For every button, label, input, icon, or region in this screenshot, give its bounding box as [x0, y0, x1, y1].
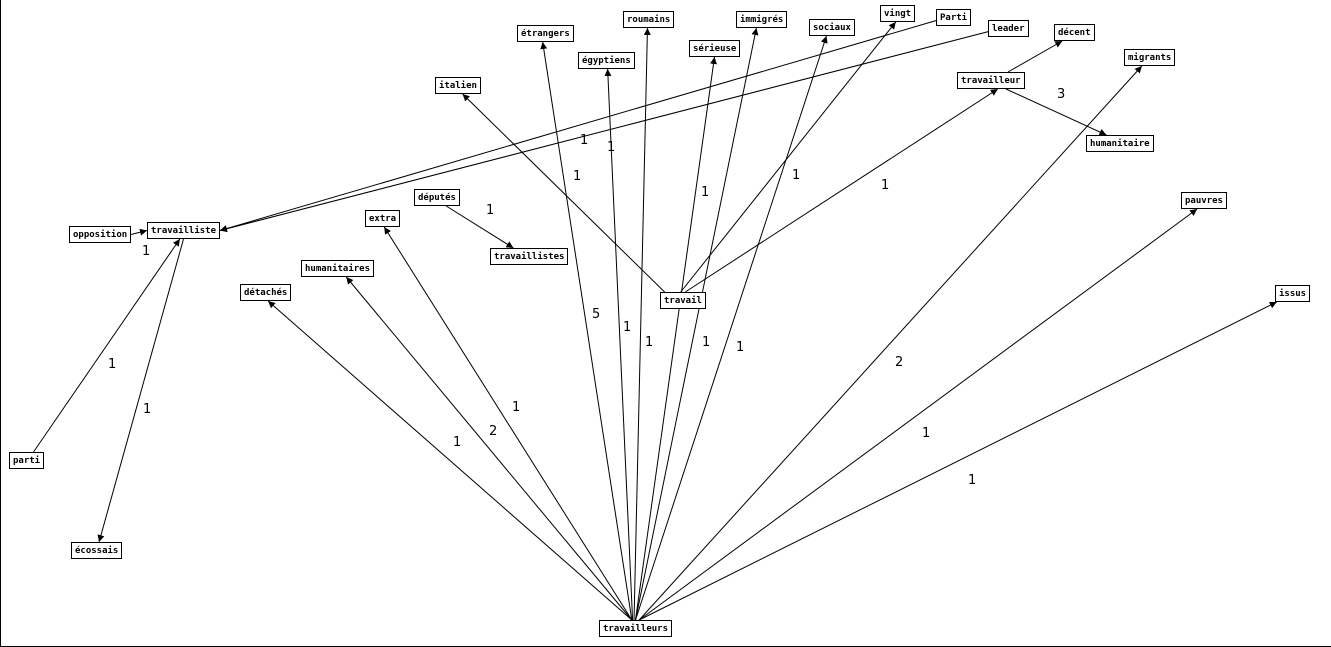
edge-travailleurs-to-migrants — [638, 65, 1143, 621]
edge-label-travailleurs-to-immigres: 1 — [736, 340, 744, 355]
edge-parti-to-travailliste — [33, 238, 181, 453]
node-italien: italien — [435, 77, 481, 94]
edge-travailleurs-to-issus — [638, 301, 1277, 621]
edge-label-travailleurs-to-pauvres: 1 — [922, 426, 930, 441]
edge-parti-to-travailliste — [219, 17, 947, 232]
edge-label-travailleurs-to-egyptiens: 1 — [623, 320, 631, 335]
edge-label-travailleurs-to-roumains: 1 — [645, 335, 653, 350]
node-detaches: détachés — [240, 284, 292, 301]
edge-label-travailleurs-to-sociaux: 1 — [792, 168, 800, 183]
edge-label-travailleurs-to-migrants: 2 — [895, 355, 903, 370]
edge-travailleurs-to-pauvres — [638, 208, 1198, 621]
edge-label-travailleurs-to-detaches: 1 — [453, 435, 461, 450]
node-extra: extra — [365, 210, 401, 227]
edge-opposition-to-travailliste — [130, 228, 148, 236]
edge-travailleurs-to-sociaux — [635, 35, 828, 621]
edge-label-parti-to-travailliste: 1 — [108, 357, 116, 372]
edge-label-travailleur-to-humanitaire: 3 — [1057, 87, 1065, 102]
edge-travailleurs-to-egyptiens — [604, 68, 634, 621]
edge-travailleurs-to-humanitaires — [345, 276, 633, 621]
edge-travailleur-to-humanitaire — [1005, 88, 1107, 136]
node-vingt: vingt — [880, 5, 916, 22]
node-etrangers: étrangers — [517, 25, 574, 42]
edge-travailleurs-to-extra — [383, 226, 633, 621]
node-pauvres: pauvres — [1181, 192, 1227, 209]
edge-travailleur-to-decent — [1007, 40, 1063, 73]
node-parti: parti — [9, 452, 45, 469]
edge-label-travailleurs-to-serieuse: 1 — [702, 335, 710, 350]
node-opposition: opposition — [69, 226, 132, 243]
edge-deputes-to-travaillistes — [445, 205, 514, 249]
edge-label-opposition-to-travailliste: 1 — [142, 244, 150, 259]
node-roumains: roumains — [623, 11, 675, 28]
node-serieuse: sérieuse — [689, 40, 741, 57]
node-humanitaires: humanitaires — [301, 260, 375, 277]
edge-travailleurs-to-etrangers — [540, 41, 633, 621]
edge-travailleurs-to-serieuse — [635, 56, 717, 621]
edge-label-parti-to-travailliste: 1 — [580, 133, 588, 148]
node-sociaux: sociaux — [809, 19, 855, 36]
node-travailleurs: travailleurs — [599, 620, 673, 637]
edge-label-travailleurs-to-extra: 1 — [512, 400, 520, 415]
node-travail: travail — [660, 292, 706, 309]
node-travaillistes: travaillistes — [490, 248, 569, 265]
edge-travailleurs-to-detaches — [267, 300, 633, 621]
node-travailliste: travailliste — [147, 222, 221, 239]
edge-label-deputes-to-travaillistes: 1 — [486, 203, 494, 218]
edge-label-travailleurs-to-humanitaires: 2 — [489, 424, 497, 439]
node-deputes: députés — [414, 189, 460, 206]
edge-leader-to-travailliste — [219, 28, 1001, 233]
node-issus: issus — [1275, 285, 1311, 302]
node-migrants: migrants — [1124, 49, 1176, 66]
node-decent: décent — [1054, 24, 1095, 41]
edge-travail-to-travailleur — [685, 88, 999, 293]
node-travailleur: travailleur — [957, 72, 1025, 89]
node-leader: leader — [988, 20, 1029, 37]
edge-label-travail-to-italien: 1 — [573, 169, 581, 184]
node-egyptiens: égyptiens — [578, 52, 635, 69]
edge-travailleurs-to-roumains — [633, 27, 651, 621]
edge-label-travailleurs-to-etrangers: 5 — [592, 307, 600, 322]
node-parti: Parti — [936, 9, 972, 26]
node-immigres: immigrés — [736, 11, 788, 28]
edge-label-travail-to-travailleur: 1 — [881, 178, 889, 193]
edge-label-travailliste-to-ecossais: 1 — [143, 402, 151, 417]
edge-travailleurs-to-immigres — [635, 27, 759, 621]
edge-travail-to-italien — [462, 93, 665, 293]
edge-label-travailleurs-to-issus: 1 — [968, 473, 976, 488]
node-humanitaire: humanitaire — [1086, 135, 1154, 152]
edge-travail-to-vingt — [680, 21, 897, 293]
node-ecossais: écossais — [71, 542, 123, 559]
edge-travailliste-to-ecossais — [97, 238, 184, 543]
edge-label-leader-to-travailliste: 1 — [607, 140, 615, 155]
edge-label-travail-to-vingt: 1 — [701, 185, 709, 200]
